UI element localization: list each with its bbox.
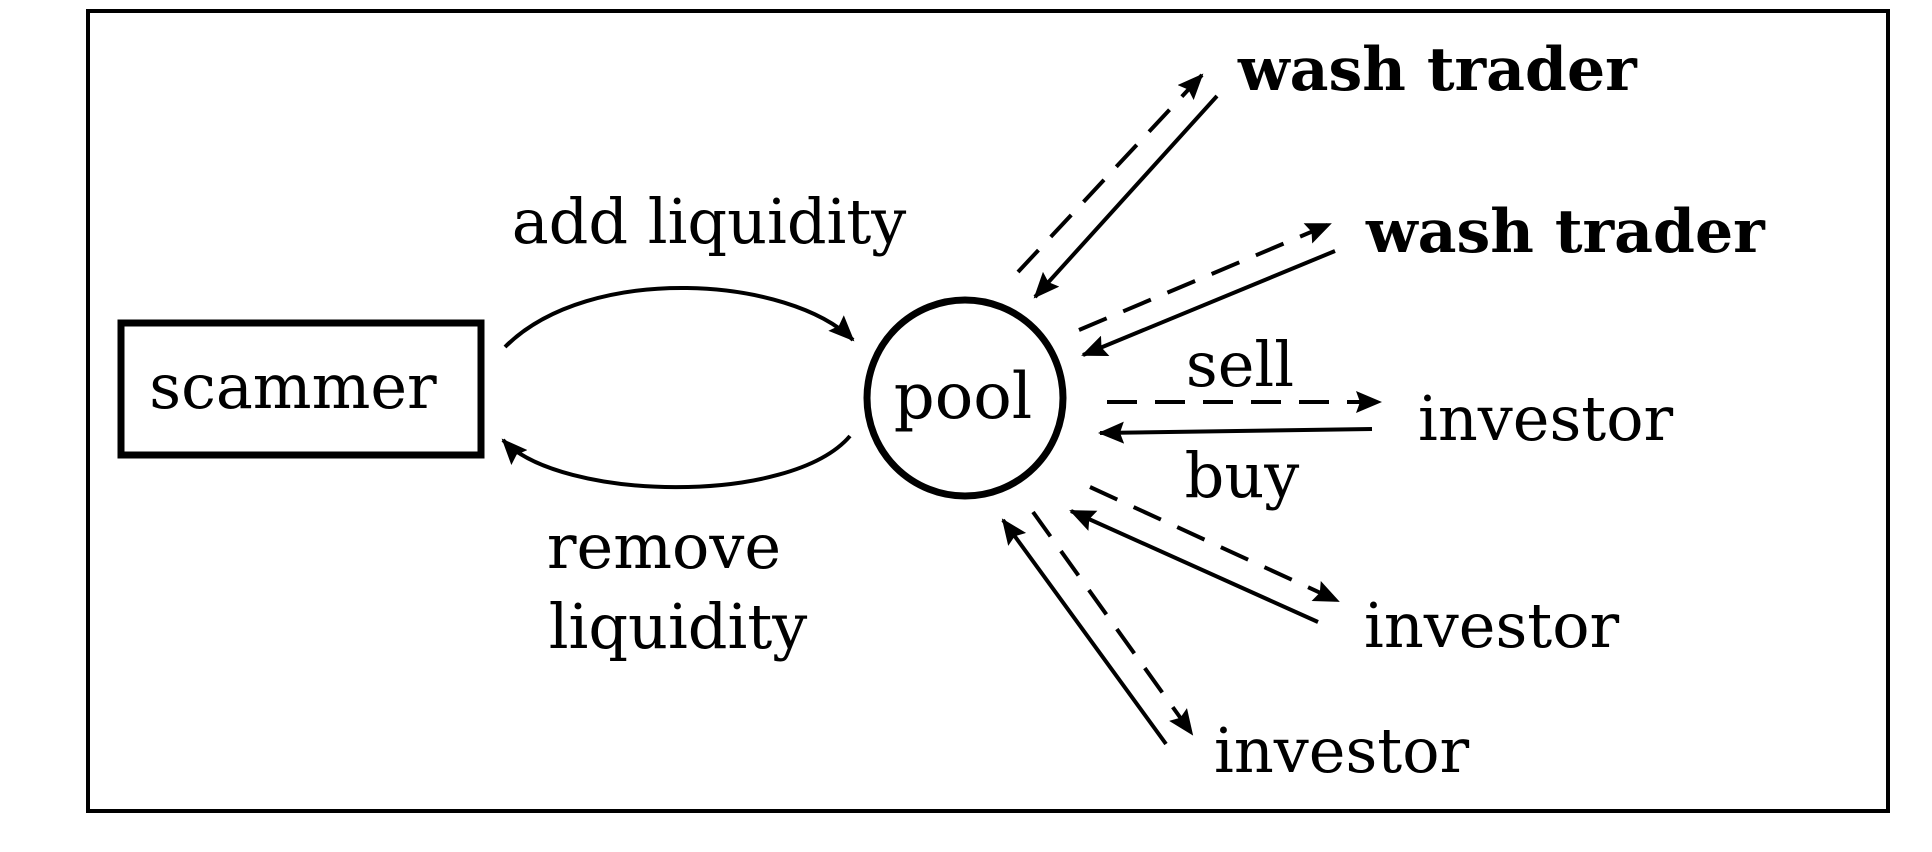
- scammer-box: [117, 319, 485, 459]
- pool-circle: [863, 296, 1067, 500]
- investor-2-label: investor: [1364, 589, 1620, 662]
- wash-trader-1-dashed-arrow: [1016, 73, 1204, 274]
- add-liquidity-arrow: [503, 285, 855, 349]
- remove-liquidity-label-line2: liquidity: [549, 590, 808, 663]
- investor-3-label: investor: [1214, 714, 1470, 787]
- scammer-label: scammer: [149, 350, 437, 423]
- investor-3-solid-arrow: [1001, 518, 1168, 746]
- outer-frame: [86, 9, 1890, 813]
- investor-1-label: investor: [1418, 382, 1674, 455]
- remove-liquidity-label-line1: remove: [547, 510, 781, 583]
- pool-label: pool: [894, 360, 1033, 434]
- scammer-node: scammer: [117, 319, 485, 459]
- pool-node: pool: [863, 296, 1067, 500]
- wash-trader-1-label: wash trader: [1237, 35, 1638, 105]
- investor-3-dashed-arrow: [1031, 510, 1194, 736]
- sell-label: sell: [1186, 328, 1294, 401]
- wash-trader-1-solid-arrow: [1033, 94, 1219, 299]
- wash-trader-2-dashed-arrow: [1078, 222, 1332, 332]
- investor-2-solid-arrow: [1069, 509, 1319, 624]
- remove-liquidity-arrow: [501, 434, 852, 490]
- buy-label: buy: [1185, 439, 1300, 512]
- wash-trader-2-label: wash trader: [1365, 197, 1766, 267]
- wash-trader-2-solid-arrow: [1081, 249, 1336, 357]
- add-liquidity-label: add liquidity: [512, 185, 907, 258]
- buy-solid-arrow: [1098, 421, 1373, 444]
